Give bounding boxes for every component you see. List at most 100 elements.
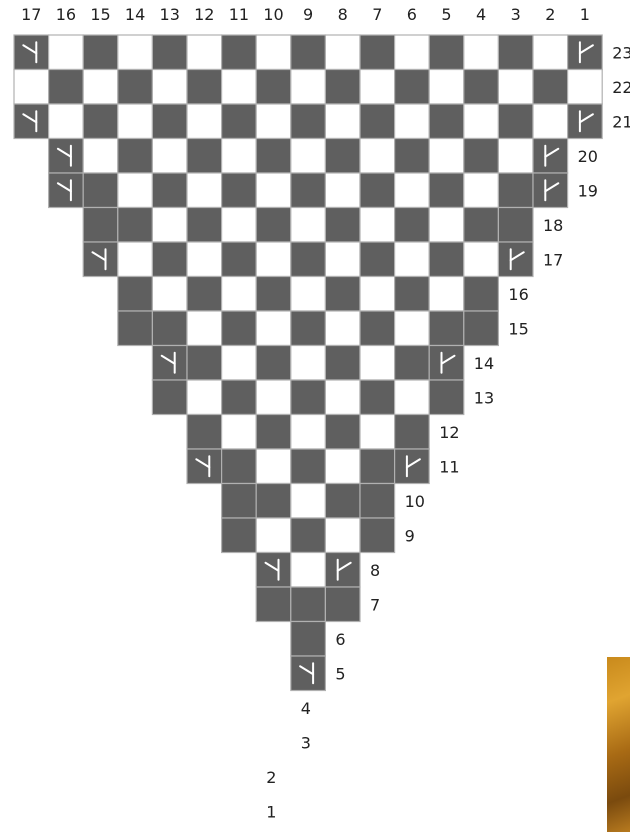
chart-cell <box>325 208 360 243</box>
chart-cell <box>429 70 464 105</box>
row-label: 6 <box>335 630 345 649</box>
column-label: 16 <box>56 5 76 24</box>
chart-cell <box>222 484 257 519</box>
chart-cell <box>187 380 222 415</box>
chart-cell <box>152 208 187 243</box>
row-label: 9 <box>405 526 415 545</box>
chart-cell <box>222 208 257 243</box>
chart-cell <box>187 346 222 381</box>
chart-cell <box>152 277 187 312</box>
chart-cell <box>291 415 326 450</box>
column-label: 14 <box>125 5 145 24</box>
column-label: 13 <box>160 5 180 24</box>
cropped-photo <box>607 657 630 832</box>
chart-cell <box>360 311 395 346</box>
chart-cell <box>360 346 395 381</box>
chart-cell <box>256 587 291 622</box>
chart-cell <box>568 70 603 105</box>
chart-cell <box>429 104 464 139</box>
chart-cell <box>118 70 153 105</box>
chart-cell <box>291 587 326 622</box>
chart-cell <box>256 518 291 553</box>
chart-cell <box>360 484 395 519</box>
chart-cell <box>395 70 430 105</box>
chart-cell <box>498 70 533 105</box>
chart-cell <box>222 104 257 139</box>
chart-cell <box>360 139 395 174</box>
chart-cell <box>291 346 326 381</box>
row-label: 15 <box>508 319 528 338</box>
row-label: 3 <box>301 733 311 752</box>
chart-cell <box>291 449 326 484</box>
chart-cell <box>118 35 153 70</box>
chart-cell <box>187 35 222 70</box>
chart-cell <box>118 139 153 174</box>
column-label: 6 <box>407 5 417 24</box>
column-label: 11 <box>229 5 249 24</box>
row-label: 16 <box>508 285 528 304</box>
chart-cell <box>464 277 499 312</box>
chart-cell <box>498 104 533 139</box>
chart-cell <box>291 484 326 519</box>
column-label: 12 <box>194 5 214 24</box>
chart-cell <box>83 208 118 243</box>
chart-cell <box>395 242 430 277</box>
chart-cell <box>498 173 533 208</box>
chart-cell <box>325 484 360 519</box>
chart-cell <box>187 70 222 105</box>
chart-cell <box>395 415 430 450</box>
chart-cell <box>325 35 360 70</box>
chart-cell <box>118 242 153 277</box>
row-label: 17 <box>543 250 563 269</box>
chart-cell <box>395 139 430 174</box>
chart-cell <box>187 208 222 243</box>
chart-cell <box>498 139 533 174</box>
chart-cell <box>533 104 568 139</box>
chart-cell <box>291 104 326 139</box>
chart-cell <box>83 139 118 174</box>
chart-cell <box>360 173 395 208</box>
chart-cell <box>325 277 360 312</box>
chart-cell <box>152 70 187 105</box>
row-label: 5 <box>335 664 345 683</box>
chart-cell <box>395 380 430 415</box>
chart-cell <box>187 104 222 139</box>
row-label: 23 <box>612 43 630 62</box>
chart-cell <box>291 553 326 588</box>
chart-cell <box>498 242 533 277</box>
row-label: 8 <box>370 561 380 580</box>
chart-cell <box>222 173 257 208</box>
chart-cell <box>222 380 257 415</box>
chart-cell <box>464 70 499 105</box>
chart-cell <box>152 242 187 277</box>
chart-cell <box>291 242 326 277</box>
chart-cell <box>325 380 360 415</box>
row-label: 1 <box>266 802 276 821</box>
chart-cell <box>256 277 291 312</box>
column-label: 4 <box>476 5 486 24</box>
chart-cell <box>256 484 291 519</box>
chart-cell <box>187 415 222 450</box>
chart-cell <box>395 277 430 312</box>
row-label: 7 <box>370 595 380 614</box>
chart-cell <box>222 35 257 70</box>
chart-cell <box>429 35 464 70</box>
chart-cell <box>568 104 603 139</box>
row-label: 2 <box>266 768 276 787</box>
row-label: 4 <box>301 699 311 718</box>
chart-cell <box>222 346 257 381</box>
chart-cell <box>256 70 291 105</box>
chart-cell <box>49 173 84 208</box>
column-label: 17 <box>21 5 41 24</box>
chart-cell <box>49 35 84 70</box>
chart-cell <box>291 208 326 243</box>
column-label: 2 <box>545 5 555 24</box>
column-label: 8 <box>338 5 348 24</box>
chart-cell <box>325 70 360 105</box>
row-label: 19 <box>578 181 598 200</box>
chart-cell <box>256 380 291 415</box>
chart-cell <box>187 242 222 277</box>
chart-cell <box>429 208 464 243</box>
chart-cell <box>325 139 360 174</box>
chart-cell <box>256 173 291 208</box>
